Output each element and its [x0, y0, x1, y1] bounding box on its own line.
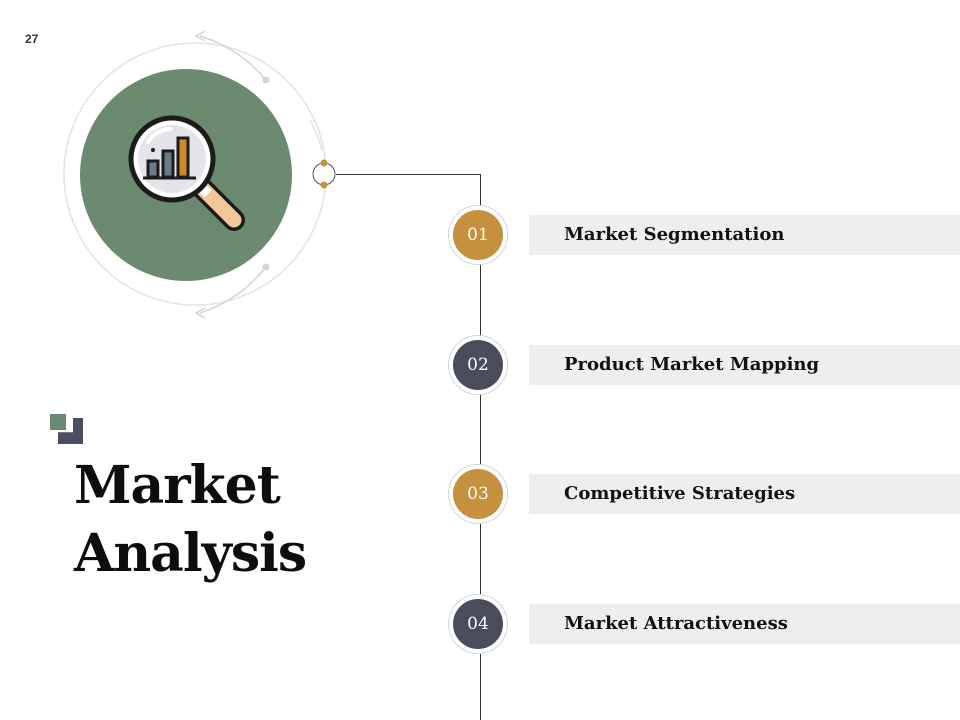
- decorative-squares: [50, 414, 84, 446]
- green-square: [50, 414, 66, 430]
- step-item: 03 Competitive Strategies: [0, 464, 960, 524]
- step-label: Market Segmentation: [564, 224, 785, 245]
- title-line-2: Analysis: [74, 523, 307, 584]
- right-arc-upper: [309, 119, 323, 151]
- step-item: 04 Market Attractiveness: [0, 594, 960, 654]
- step-number-badge: 01: [453, 210, 503, 260]
- arrow-arc-bottom: [199, 266, 267, 314]
- step-label: Product Market Mapping: [564, 354, 820, 375]
- step-label: Market Attractiveness: [564, 613, 788, 634]
- magnifier-bar-chart-icon: [128, 115, 245, 231]
- connector-dot-top: [320, 159, 328, 167]
- arrow-arc-top: [199, 35, 267, 81]
- slide-title: Market Analysis: [74, 452, 307, 588]
- step-label: Competitive Strategies: [564, 483, 796, 504]
- arrow-dot-bottom: [262, 263, 270, 271]
- connector-dot-bottom: [320, 181, 328, 189]
- step-number-badge: 03: [453, 469, 503, 519]
- step-number-badge: 02: [453, 340, 503, 390]
- arrow-dot-top: [262, 76, 270, 84]
- step-label-bar: [529, 604, 960, 644]
- step-item: 02 Product Market Mapping: [0, 335, 960, 395]
- step-label-bar: [529, 474, 960, 514]
- step-label-bar: [529, 215, 960, 255]
- step-item: 01 Market Segmentation: [0, 205, 960, 265]
- step-number-badge: 04: [453, 599, 503, 649]
- arrow-head-bottom: [194, 307, 206, 319]
- step-label-bar: [529, 345, 960, 385]
- page-number: 27: [25, 32, 39, 46]
- arrow-head-top: [194, 30, 206, 42]
- title-line-1: Market: [74, 455, 281, 516]
- timeline-line: [480, 174, 481, 720]
- hero-connector-line: [336, 174, 481, 175]
